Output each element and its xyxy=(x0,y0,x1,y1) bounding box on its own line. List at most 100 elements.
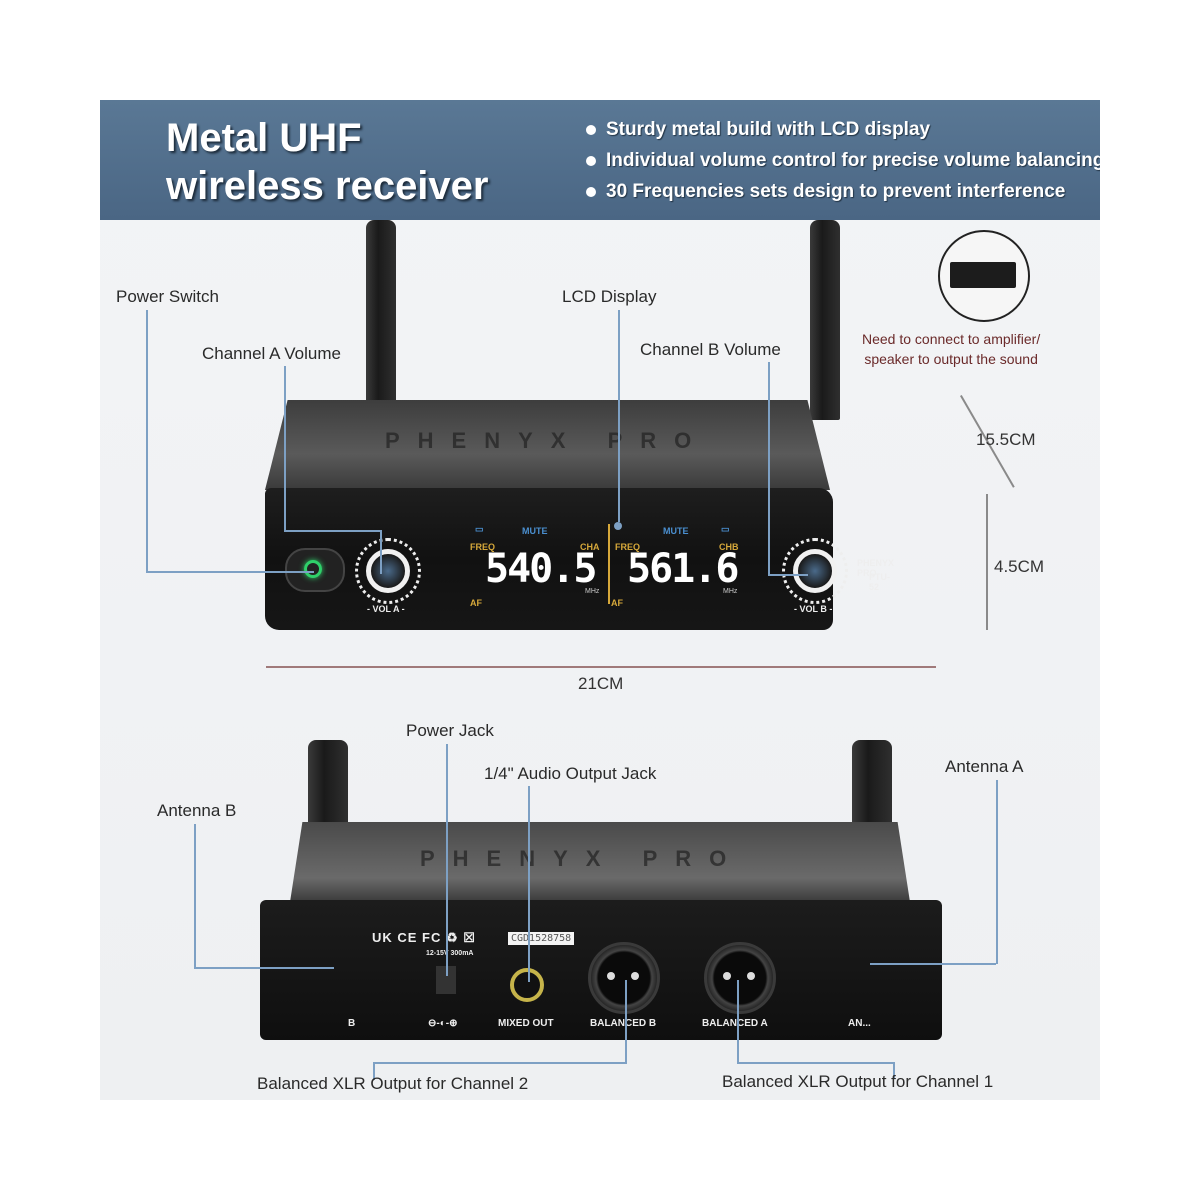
certification-marks: UK CE FC ♻ ☒ xyxy=(372,930,476,945)
vol-b-ring xyxy=(782,538,848,604)
bullet-icon xyxy=(586,155,596,166)
label-channel-b-volume: Channel B Volume xyxy=(640,340,781,359)
width-dimension-line xyxy=(266,666,936,668)
callout-xlr-b-line-h xyxy=(373,1062,627,1064)
label-antenna-b: Antenna B xyxy=(157,801,237,820)
feature-item: 30 Frequencies sets design to prevent in… xyxy=(586,176,1100,207)
mixed-out-label: MIXED OUT xyxy=(498,1018,554,1029)
amplifier-note: Need to connect to amplifier/ speaker to… xyxy=(862,329,1040,369)
front-antenna-left xyxy=(366,220,396,420)
chb-freq-label: FREQ xyxy=(615,542,641,552)
cha-signal-icon: ▭ xyxy=(475,524,484,534)
front-device-top: PHENYX PRO xyxy=(265,400,830,490)
depth-dimension: 15.5CM xyxy=(976,430,1036,449)
lid-brand-text: PHENYX PRO xyxy=(385,428,710,453)
callout-vol-a-line-h xyxy=(284,530,380,532)
label-power-jack: Power Jack xyxy=(406,721,494,740)
mixed-out-jack[interactable] xyxy=(510,968,544,1002)
power-jack[interactable] xyxy=(436,966,456,994)
callout-xlr-b-line xyxy=(625,980,627,1062)
serial-number: CGD1528758 xyxy=(508,932,575,945)
xlr-output-a[interactable] xyxy=(704,942,776,1014)
cha-af-label: AF xyxy=(470,598,482,608)
callout-antenna-a-line xyxy=(996,780,998,964)
xlr-output-b[interactable] xyxy=(588,942,660,1014)
rear-lid-brand-text: PHENYX PRO xyxy=(420,846,745,871)
title-line-1: Metal UHF xyxy=(166,116,362,160)
callout-xlr-a-line-2 xyxy=(893,1062,895,1078)
amplifier-icon xyxy=(938,230,1030,322)
label-xlr-channel-2: Balanced XLR Output for Channel 2 xyxy=(257,1074,529,1093)
model-number: PTU-52 xyxy=(869,572,890,592)
chb-channel-label: CHB xyxy=(719,542,739,552)
callout-vol-b-line-h xyxy=(768,574,808,576)
feature-item: Sturdy metal build with LCD display xyxy=(586,114,1100,145)
brand-logo: PHENYX PRO xyxy=(857,558,895,578)
callout-xlr-b-line-2 xyxy=(373,1062,375,1080)
callout-xlr-a-line-h xyxy=(737,1062,895,1064)
feature-text: 30 Frequencies sets design to prevent in… xyxy=(606,181,1066,202)
label-lcd-display: LCD Display xyxy=(562,287,657,306)
product-infographic: Metal UHF wireless receiver Sturdy metal… xyxy=(100,100,1100,1100)
power-switch[interactable] xyxy=(285,548,345,592)
power-spec: 12-15V 300mA xyxy=(426,950,474,957)
antenna-b-label: B xyxy=(348,1018,356,1029)
title-line-2: wireless receiver xyxy=(166,164,489,208)
chb-af-label: AF xyxy=(611,598,623,608)
feature-list: Sturdy metal build with LCD display Indi… xyxy=(586,114,1100,207)
callout-lcd-dot xyxy=(614,522,622,530)
chb-mute: MUTE xyxy=(663,526,689,536)
label-channel-a-volume: Channel A Volume xyxy=(202,344,341,363)
power-icon xyxy=(304,560,322,578)
bullet-icon xyxy=(586,186,596,197)
amp-note-line-1: Need to connect to amplifier/ xyxy=(862,331,1041,347)
feature-text: Individual volume control for precise vo… xyxy=(606,150,1100,171)
front-panel: - VOL A - ▭ MUTE FREQ CHA 540.5 MHz AF F… xyxy=(265,488,894,630)
callout-vol-a-line xyxy=(284,366,286,530)
height-dimension: 4.5CM xyxy=(994,557,1045,576)
balanced-a-label: BALANCED A xyxy=(702,1018,768,1029)
height-dimension-line xyxy=(986,494,988,630)
label-audio-output-jack: 1/4" Audio Output Jack xyxy=(484,764,657,783)
callout-vol-b-line xyxy=(768,362,770,574)
cha-channel-label: CHA xyxy=(580,542,600,552)
callout-lcd-line xyxy=(618,310,620,522)
width-dimension: 21CM xyxy=(578,674,624,693)
bullet-icon xyxy=(586,124,596,135)
rear-panel: UK CE FC ♻ ☒ CGD1528758 12-15V 300mA ⊖-◐… xyxy=(260,900,942,1040)
callout-power-line xyxy=(146,310,148,572)
header-banner: Metal UHF wireless receiver Sturdy metal… xyxy=(100,100,1100,220)
vol-a-label: - VOL A - xyxy=(367,604,405,614)
vol-a-ring xyxy=(355,538,421,604)
feature-item: Individual volume control for precise vo… xyxy=(586,145,1100,176)
dc-polarity-icon: ⊖-◐-⊕ xyxy=(428,1018,458,1029)
volume-knob-a[interactable] xyxy=(366,549,410,593)
callout-antenna-a-line-h xyxy=(870,963,996,965)
cha-freq-label: FREQ xyxy=(470,542,496,552)
callout-antenna-b-line-h xyxy=(194,967,334,969)
chb-frequency: 561.6 xyxy=(627,546,739,592)
callout-antenna-b-line xyxy=(194,824,196,968)
label-power-switch: Power Switch xyxy=(116,287,219,306)
cha-frequency: 540.5 xyxy=(485,546,597,592)
callout-power-line-h xyxy=(146,571,314,573)
callout-power-jack-line xyxy=(446,744,448,976)
volume-knob-b[interactable] xyxy=(793,549,837,593)
balanced-b-label: BALANCED B xyxy=(590,1018,657,1029)
rear-device-top: PHENYX PRO xyxy=(290,822,910,902)
antenna-a-label: AN... xyxy=(848,1018,871,1029)
callout-xlr-a-line xyxy=(737,980,739,1062)
banner-title: Metal UHF wireless receiver xyxy=(166,114,488,210)
cha-mute: MUTE xyxy=(522,526,548,536)
front-antenna-right xyxy=(810,220,840,420)
cha-unit: MHz xyxy=(585,588,600,595)
vol-b-label: - VOL B - xyxy=(794,604,833,614)
amp-note-line-2: speaker to output the sound xyxy=(864,351,1038,367)
label-antenna-a: Antenna A xyxy=(945,757,1024,776)
chb-signal-icon: ▭ xyxy=(721,524,730,534)
lcd-divider xyxy=(608,524,610,604)
callout-vol-a-line-2 xyxy=(380,530,382,574)
callout-audio-jack-line xyxy=(528,786,530,982)
chb-unit: MHz xyxy=(723,588,738,595)
feature-text: Sturdy metal build with LCD display xyxy=(606,119,931,140)
